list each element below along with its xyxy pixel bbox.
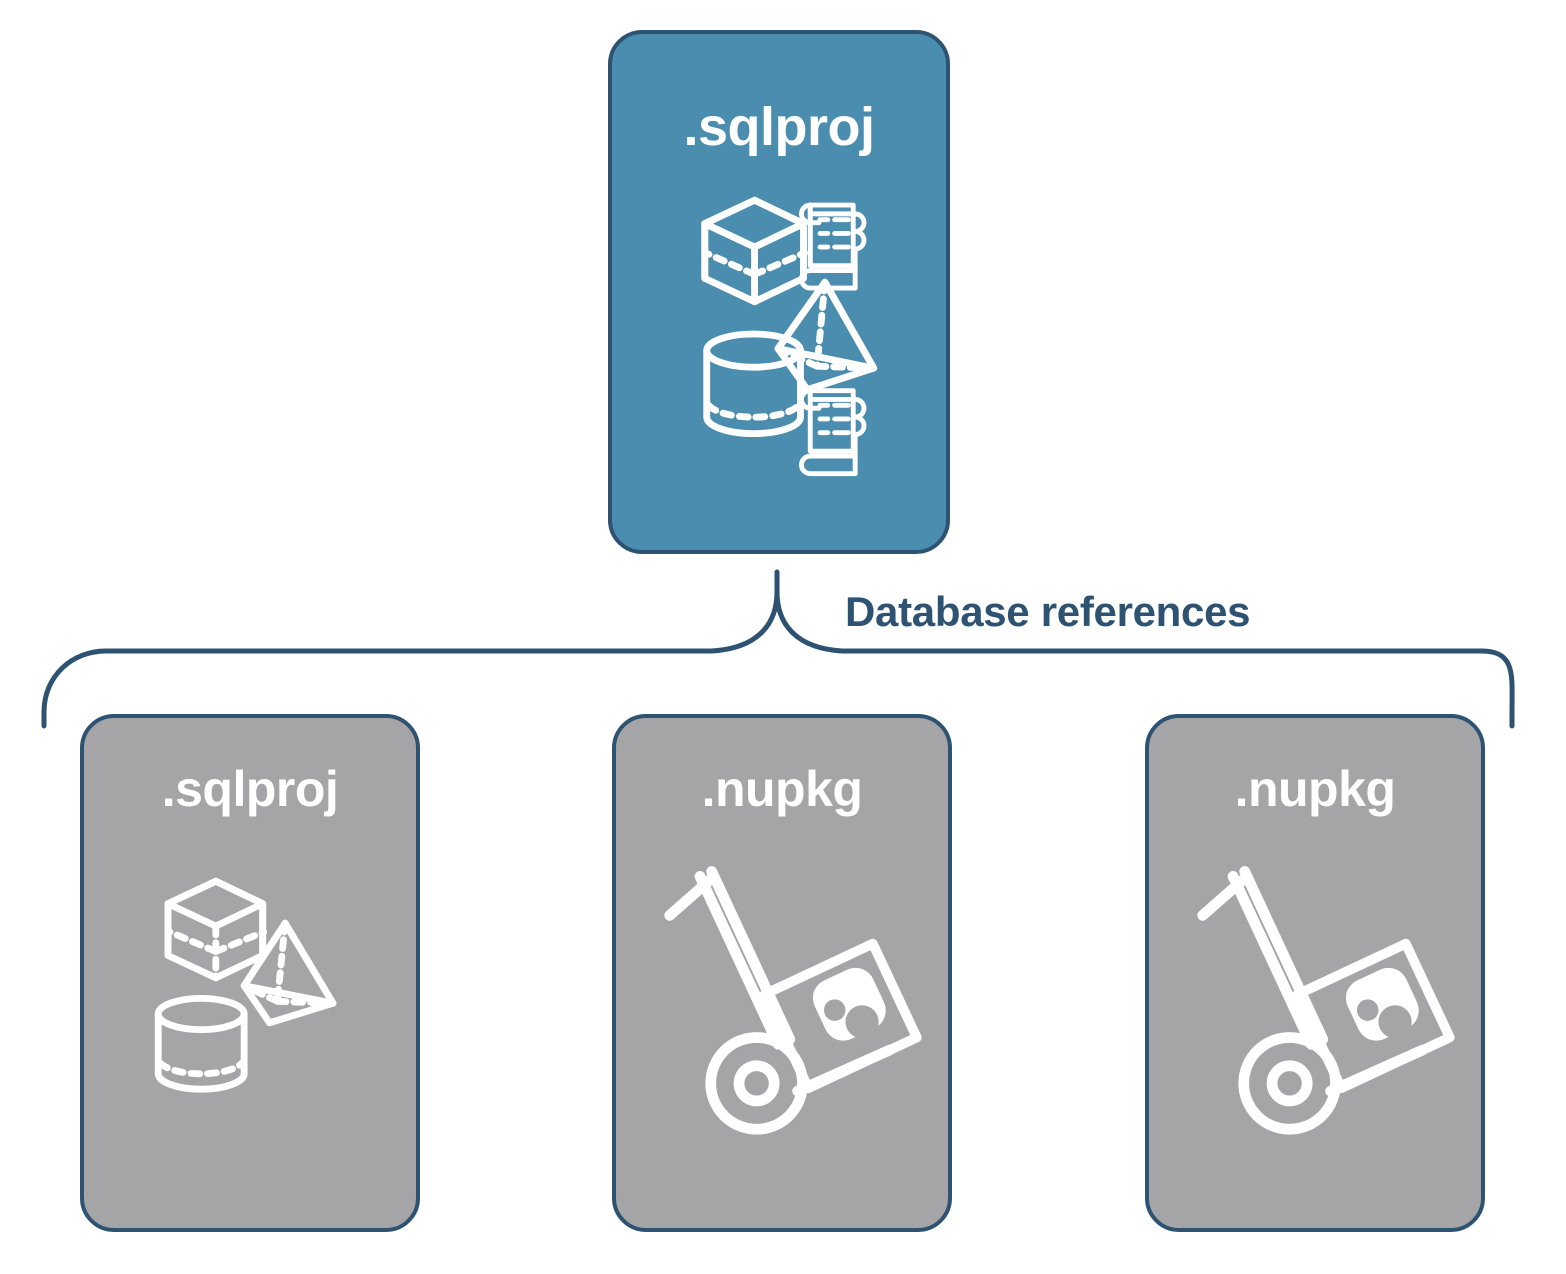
cube-icon <box>164 877 268 982</box>
node-nupkg-reference-1-label: .nupkg <box>701 761 863 817</box>
cylinder-icon <box>703 330 804 438</box>
database-references-label: Database references <box>845 588 1251 635</box>
pyramid-icon <box>774 278 878 394</box>
scroll-icon <box>799 388 867 477</box>
node-sqlproj-reference-label: .sqlproj <box>161 761 339 817</box>
pyramid-icon <box>240 919 337 1027</box>
node-sqlproj-root[interactable]: .sqlproj <box>608 30 950 554</box>
hand-truck-icon <box>1197 866 1455 1135</box>
node-nupkg-reference-1[interactable]: .nupkg <box>612 714 952 1232</box>
node-nupkg-reference-2[interactable]: .nupkg <box>1145 714 1485 1232</box>
node-sqlproj-reference[interactable]: .sqlproj <box>80 714 420 1232</box>
node-sqlproj-root-label: .sqlproj <box>683 97 875 157</box>
scroll-icon <box>799 202 867 291</box>
node-nupkg-reference-2-label: .nupkg <box>1234 761 1396 817</box>
hand-truck-icon <box>664 866 922 1135</box>
cylinder-icon <box>154 994 248 1093</box>
cube-icon <box>701 196 808 306</box>
